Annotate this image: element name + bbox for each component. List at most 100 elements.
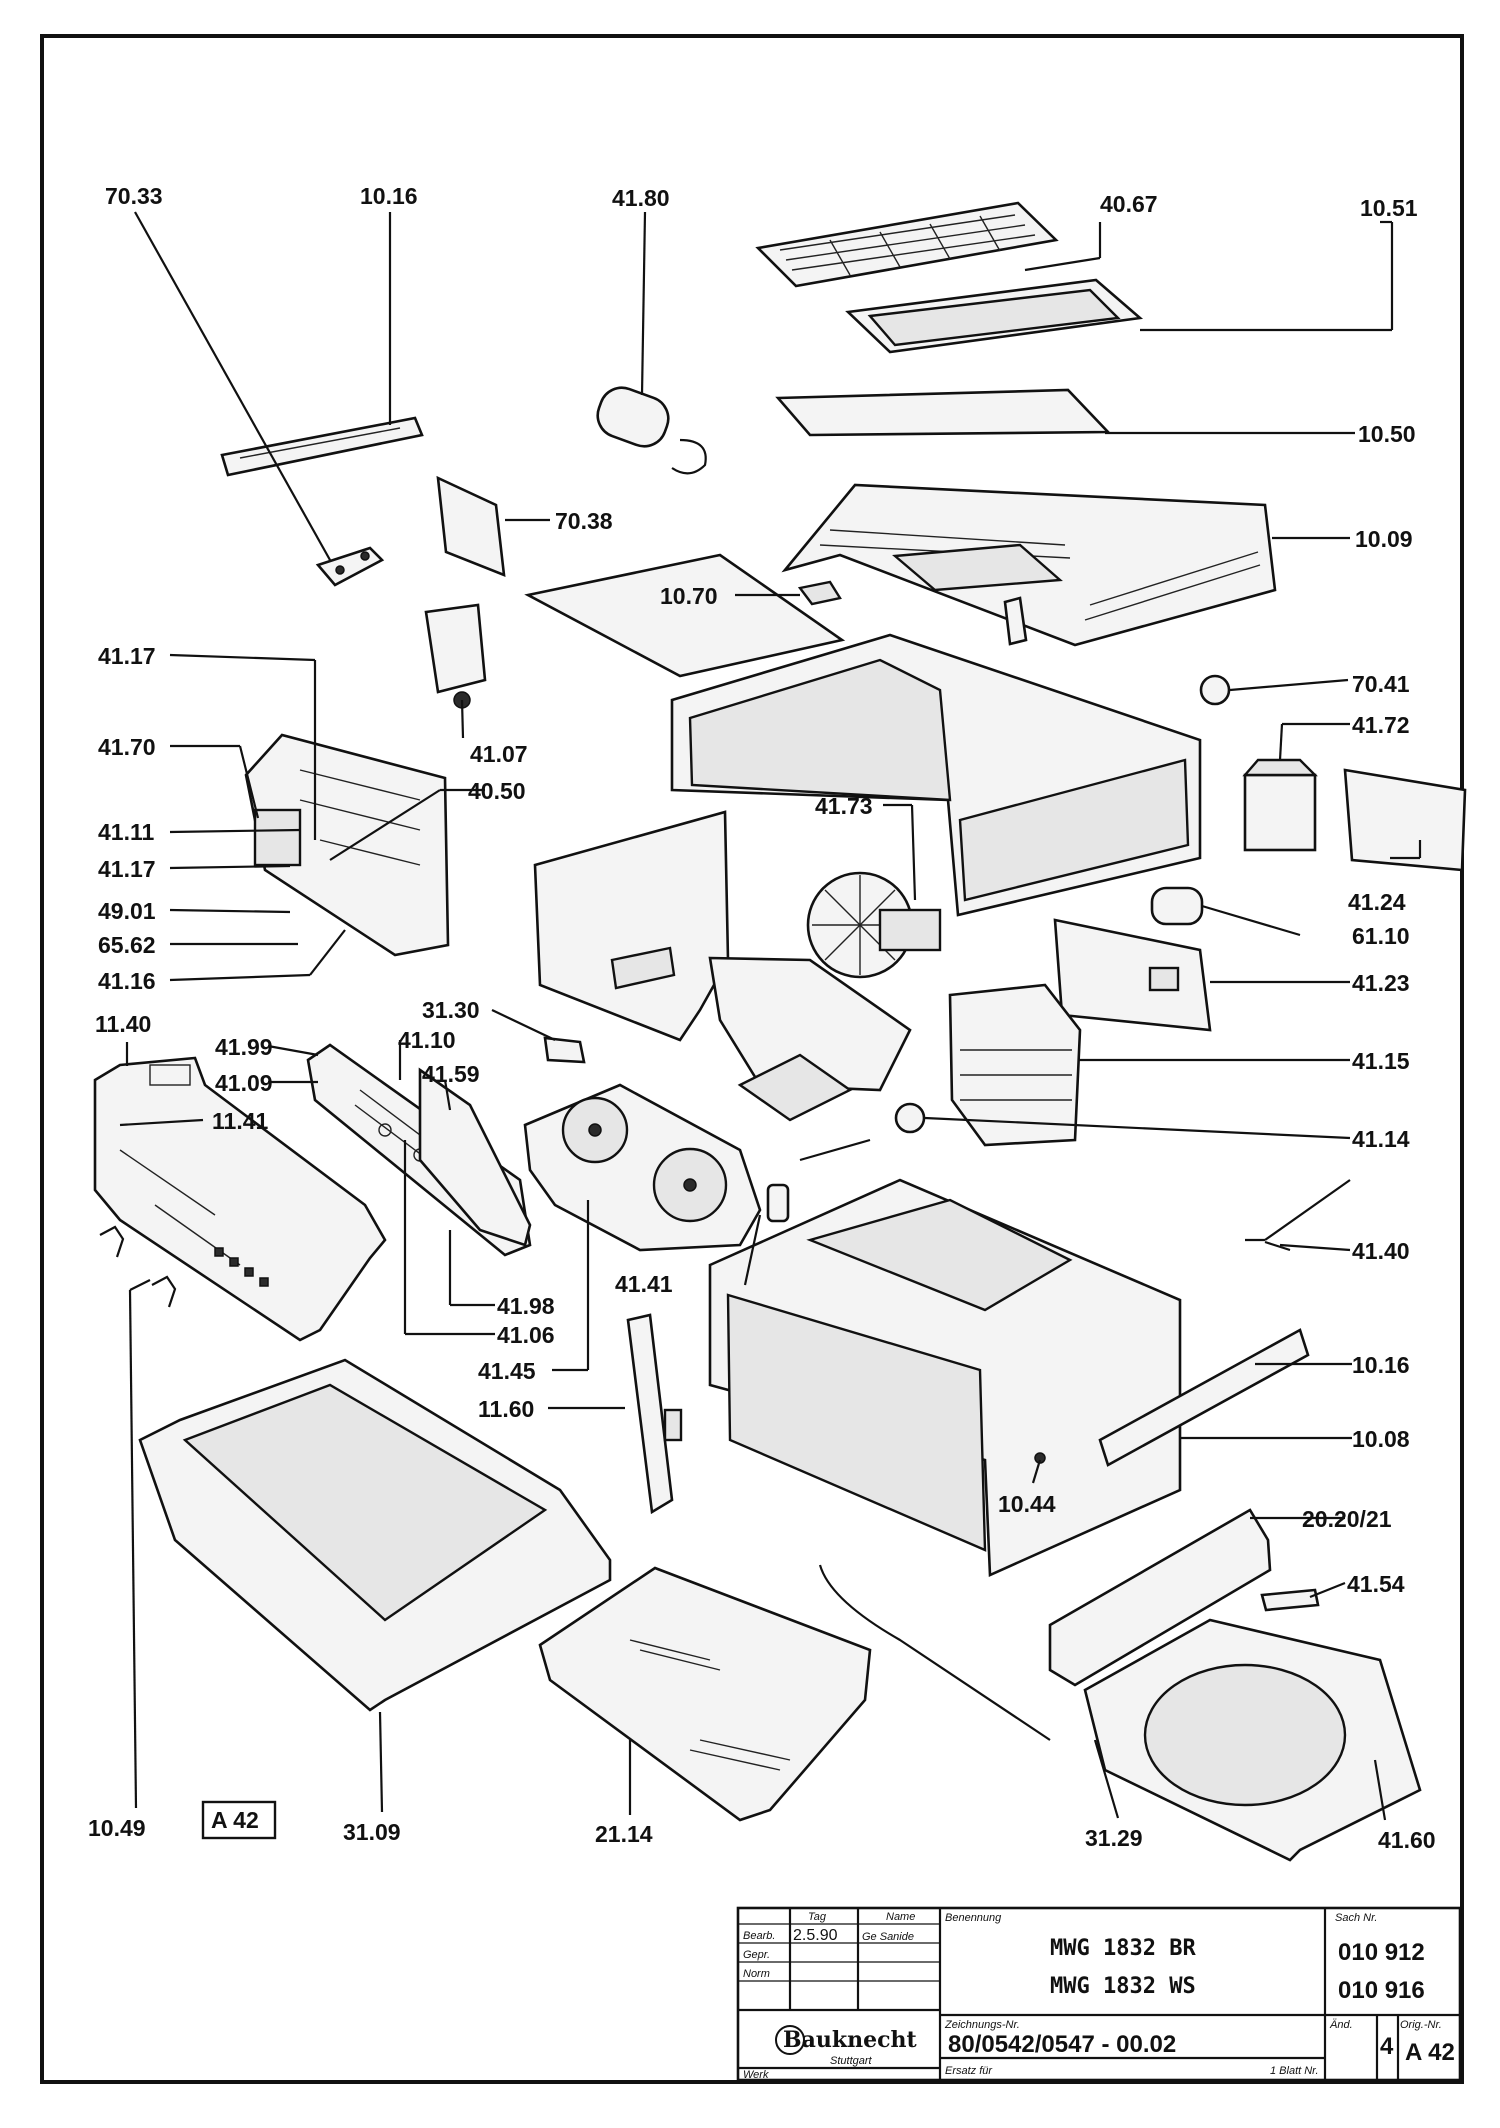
part-label: 41.70	[98, 734, 156, 760]
relay-block	[253, 808, 302, 867]
panel-41-59-part	[418, 1067, 532, 1247]
part-label: 41.45	[478, 1358, 536, 1384]
title-block: Tag Name Bearb. Gepr. Norm 2.5.90 Ge San…	[736, 1906, 1462, 2082]
orig-value: A 42	[1405, 2039, 1455, 2066]
part-label: 10.16	[1352, 1352, 1410, 1378]
part-label: 70.41	[1352, 671, 1410, 697]
part-label: 41.16	[98, 968, 156, 994]
left-chassis-part	[533, 810, 730, 1042]
clip-left-lower	[151, 1275, 177, 1308]
hood-window	[892, 543, 1063, 592]
tray-10-50-part	[775, 388, 1112, 437]
strip-top-part	[220, 416, 424, 477]
capacitor-part	[596, 386, 670, 448]
part-label: 65.62	[98, 932, 156, 958]
part-label: 10.44	[998, 1491, 1056, 1517]
date-value: 2.5.90	[793, 1927, 838, 1944]
seal-10-70-part	[524, 553, 846, 678]
part-label: 10.50	[1358, 421, 1416, 447]
part-label: 10.70	[660, 583, 718, 609]
svg-text:Orig.-Nr.: Orig.-Nr.	[1400, 2019, 1442, 2031]
part-label: 41.17	[98, 643, 156, 669]
part-70-41	[1199, 674, 1231, 706]
part-20-20-21	[1048, 1508, 1272, 1687]
part-label: 41.15	[1352, 1048, 1410, 1074]
svg-text:Änd.: Änd.	[1329, 2019, 1353, 2031]
part-label: 41.23	[1352, 970, 1410, 996]
part-label: 10.08	[1352, 1426, 1410, 1452]
sach-1: 010 912	[1338, 1939, 1425, 1966]
sheet-tag-text: A 42	[211, 1807, 259, 1833]
plate-70-38-part	[436, 475, 506, 578]
part-label: 41.72	[1352, 712, 1410, 738]
part-label: 41.41	[615, 1271, 673, 1297]
part-label: 11.41	[212, 1108, 268, 1134]
leader-lines	[119, 211, 1422, 1821]
part-label: 70.38	[555, 508, 613, 534]
part-label: 41.80	[612, 185, 670, 211]
part-label: 10.49	[88, 1815, 146, 1841]
svg-text:Zeichnungs-Nr.: Zeichnungs-Nr.	[944, 2019, 1020, 2031]
part-label: 41.17	[98, 856, 156, 882]
part-31-30	[543, 1036, 586, 1064]
part-label: 41.09	[215, 1070, 273, 1096]
part-label: 41.24	[1348, 889, 1406, 915]
part-label: 40.50	[468, 778, 526, 804]
svg-text:Tag: Tag	[808, 1911, 827, 1923]
sach-2: 010 916	[1338, 1977, 1425, 2004]
svg-text:Benennung: Benennung	[945, 1912, 1002, 1924]
waveguide-bracket-part	[708, 956, 912, 1092]
svg-text:Gepr.: Gepr.	[743, 1949, 770, 1961]
mechanism-41-45-part	[523, 1083, 762, 1252]
model-2: MWG 1832 WS	[1050, 1974, 1196, 1999]
part-label: 41.99	[215, 1034, 273, 1060]
sheet-border	[40, 34, 1464, 2084]
part-label: 41.40	[1352, 1238, 1410, 1264]
part-label: 20.20/21	[1302, 1506, 1392, 1532]
part-labels: 70.33 10.16 41.80 40.67 10.51 10.50 70.3…	[88, 183, 1436, 1853]
latch-11-60-part	[626, 1313, 674, 1515]
fan-motor	[878, 908, 942, 952]
part-label: 41.60	[1378, 1827, 1436, 1853]
part-label: 41.06	[497, 1322, 555, 1348]
part-61-10	[1150, 886, 1204, 926]
part-label: 11.40	[95, 1011, 151, 1037]
bracket-41-07-part	[424, 603, 487, 694]
magnetron-41-15-part	[948, 983, 1082, 1147]
relay-part	[1003, 596, 1028, 646]
svg-text:Ersatz für: Ersatz für	[945, 2065, 993, 2077]
svg-text:Norm: Norm	[743, 1968, 770, 1980]
part-label: 41.10	[398, 1027, 456, 1053]
part-label: 41.98	[497, 1293, 555, 1319]
svg-text:Sach Nr.: Sach Nr.	[1335, 1912, 1377, 1924]
transformer-41-72-part	[1243, 773, 1317, 852]
part-41-14	[894, 1102, 926, 1134]
plate-41-23-part	[1053, 918, 1212, 1032]
brand-logo: Bauknecht	[783, 2027, 917, 2053]
part-label: 31.09	[343, 1819, 401, 1845]
svg-text:Stuttgart: Stuttgart	[830, 2055, 873, 2067]
part-label: 41.73	[815, 793, 873, 819]
svg-text:Werk: Werk	[743, 2069, 769, 2081]
capacitor-bracket	[671, 438, 707, 475]
part-label: 41.11	[98, 819, 154, 845]
door-window	[182, 1383, 548, 1622]
part-41-54	[1260, 1588, 1320, 1612]
editor-value: Ge Sanide	[862, 1931, 914, 1943]
part-label: 70.33	[105, 183, 163, 209]
part-label: 11.60	[478, 1396, 534, 1422]
part-label: 49.01	[98, 898, 156, 924]
clip-left-upper	[99, 1225, 125, 1258]
cavity-top-recess	[806, 1198, 1073, 1312]
aend-value: 4	[1380, 2033, 1394, 2060]
part-label: 10.51	[1360, 195, 1418, 221]
front-console-part	[93, 1056, 387, 1342]
sheet-tag: A 42	[201, 1800, 277, 1840]
part-label: 40.67	[1100, 191, 1158, 217]
part-label: 31.30	[422, 997, 480, 1023]
svg-text:1 Blatt Nr.: 1 Blatt Nr.	[1270, 2065, 1319, 2077]
part-label: 61.10	[1352, 923, 1410, 949]
part-label: 41.54	[1347, 1571, 1405, 1597]
drawing-number: 80/0542/0547 - 00.02	[948, 2031, 1176, 2058]
